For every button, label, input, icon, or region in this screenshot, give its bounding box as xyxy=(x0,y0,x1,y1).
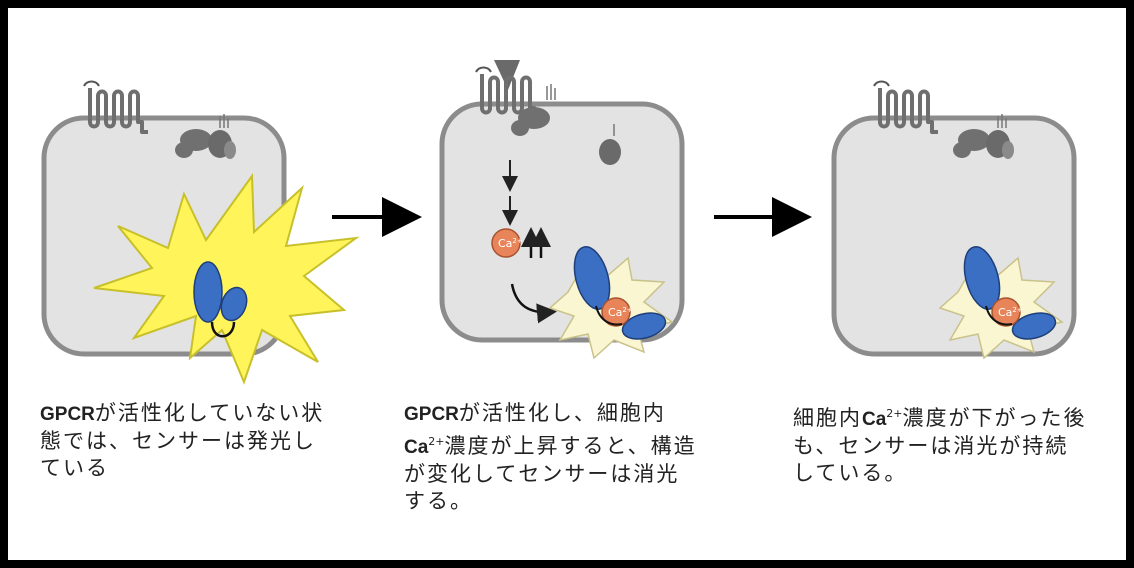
caption-run: Ca xyxy=(404,437,429,458)
caption-line: ている xyxy=(40,455,380,482)
caption-run: している。 xyxy=(793,461,908,485)
caption-line: GPCRが活性化していない状 xyxy=(40,400,380,428)
caption-run: 2+ xyxy=(886,407,903,420)
caption-after: 細胞内Ca2+濃度が下がった後も、センサーは消光が持続している。 xyxy=(793,400,1113,487)
caption-inactive: GPCRが活性化していない状態では、センサーは発光している xyxy=(40,400,380,482)
caption-run: する。 xyxy=(404,489,473,513)
caption-run: 態では、センサーは発光し xyxy=(40,429,316,453)
svg-text:Ca2+: Ca2+ xyxy=(498,237,523,250)
ca-sensor-closed-3: Ca2+ xyxy=(963,246,1057,340)
caption-run: Ca xyxy=(862,409,887,430)
panel-active: Ca2+ Ca2+ xyxy=(442,60,682,360)
ca-sensor-closed-2: Ca2+ xyxy=(573,246,667,340)
panel-after: Ca2+ xyxy=(834,79,1074,360)
calcium-ion-free: Ca2+ xyxy=(491,228,523,258)
ca-sensor-open xyxy=(193,261,248,338)
panel-inactive xyxy=(44,79,360,385)
caption-run: が変化してセンサーは消光 xyxy=(404,462,680,486)
caption-run: GPCR xyxy=(404,404,459,425)
svg-text:Ca2+: Ca2+ xyxy=(608,306,633,319)
calcium-increase-arrows xyxy=(521,227,551,258)
caption-line: している。 xyxy=(793,460,1113,487)
g-protein-alpha-active xyxy=(511,107,550,136)
caption-run: 2+ xyxy=(428,435,445,448)
g-protein-betagamma xyxy=(599,124,621,165)
caption-line: Ca2+濃度が上昇すると、構造 xyxy=(404,428,734,461)
svg-text:Ca2+: Ca2+ xyxy=(998,306,1023,319)
caption-run: GPCR xyxy=(40,404,95,425)
caption-run: が活性化し、細胞内 xyxy=(458,401,666,425)
caption-run: 細胞内 xyxy=(793,406,862,430)
caption-line: も、センサーは消光が持続 xyxy=(793,433,1113,460)
caption-line: する。 xyxy=(404,488,734,515)
binding-arrow xyxy=(510,283,557,324)
ligand xyxy=(494,60,520,90)
caption-line: 細胞内Ca2+濃度が下がった後 xyxy=(793,400,1113,433)
caption-run: が活性化していない状 xyxy=(94,401,325,425)
caption-run: 濃度が下がった後 xyxy=(902,406,1087,430)
caption-line: 態では、センサーは発光し xyxy=(40,428,380,455)
caption-run: も、センサーは消光が持続 xyxy=(793,434,1069,458)
caption-line: GPCRが活性化し、細胞内 xyxy=(404,400,734,428)
caption-run: ている xyxy=(40,456,109,480)
fluorescence-burst xyxy=(93,173,360,385)
caption-line: が変化してセンサーは消光 xyxy=(404,461,734,488)
caption-run: 濃度が上昇すると、構造 xyxy=(444,434,697,458)
